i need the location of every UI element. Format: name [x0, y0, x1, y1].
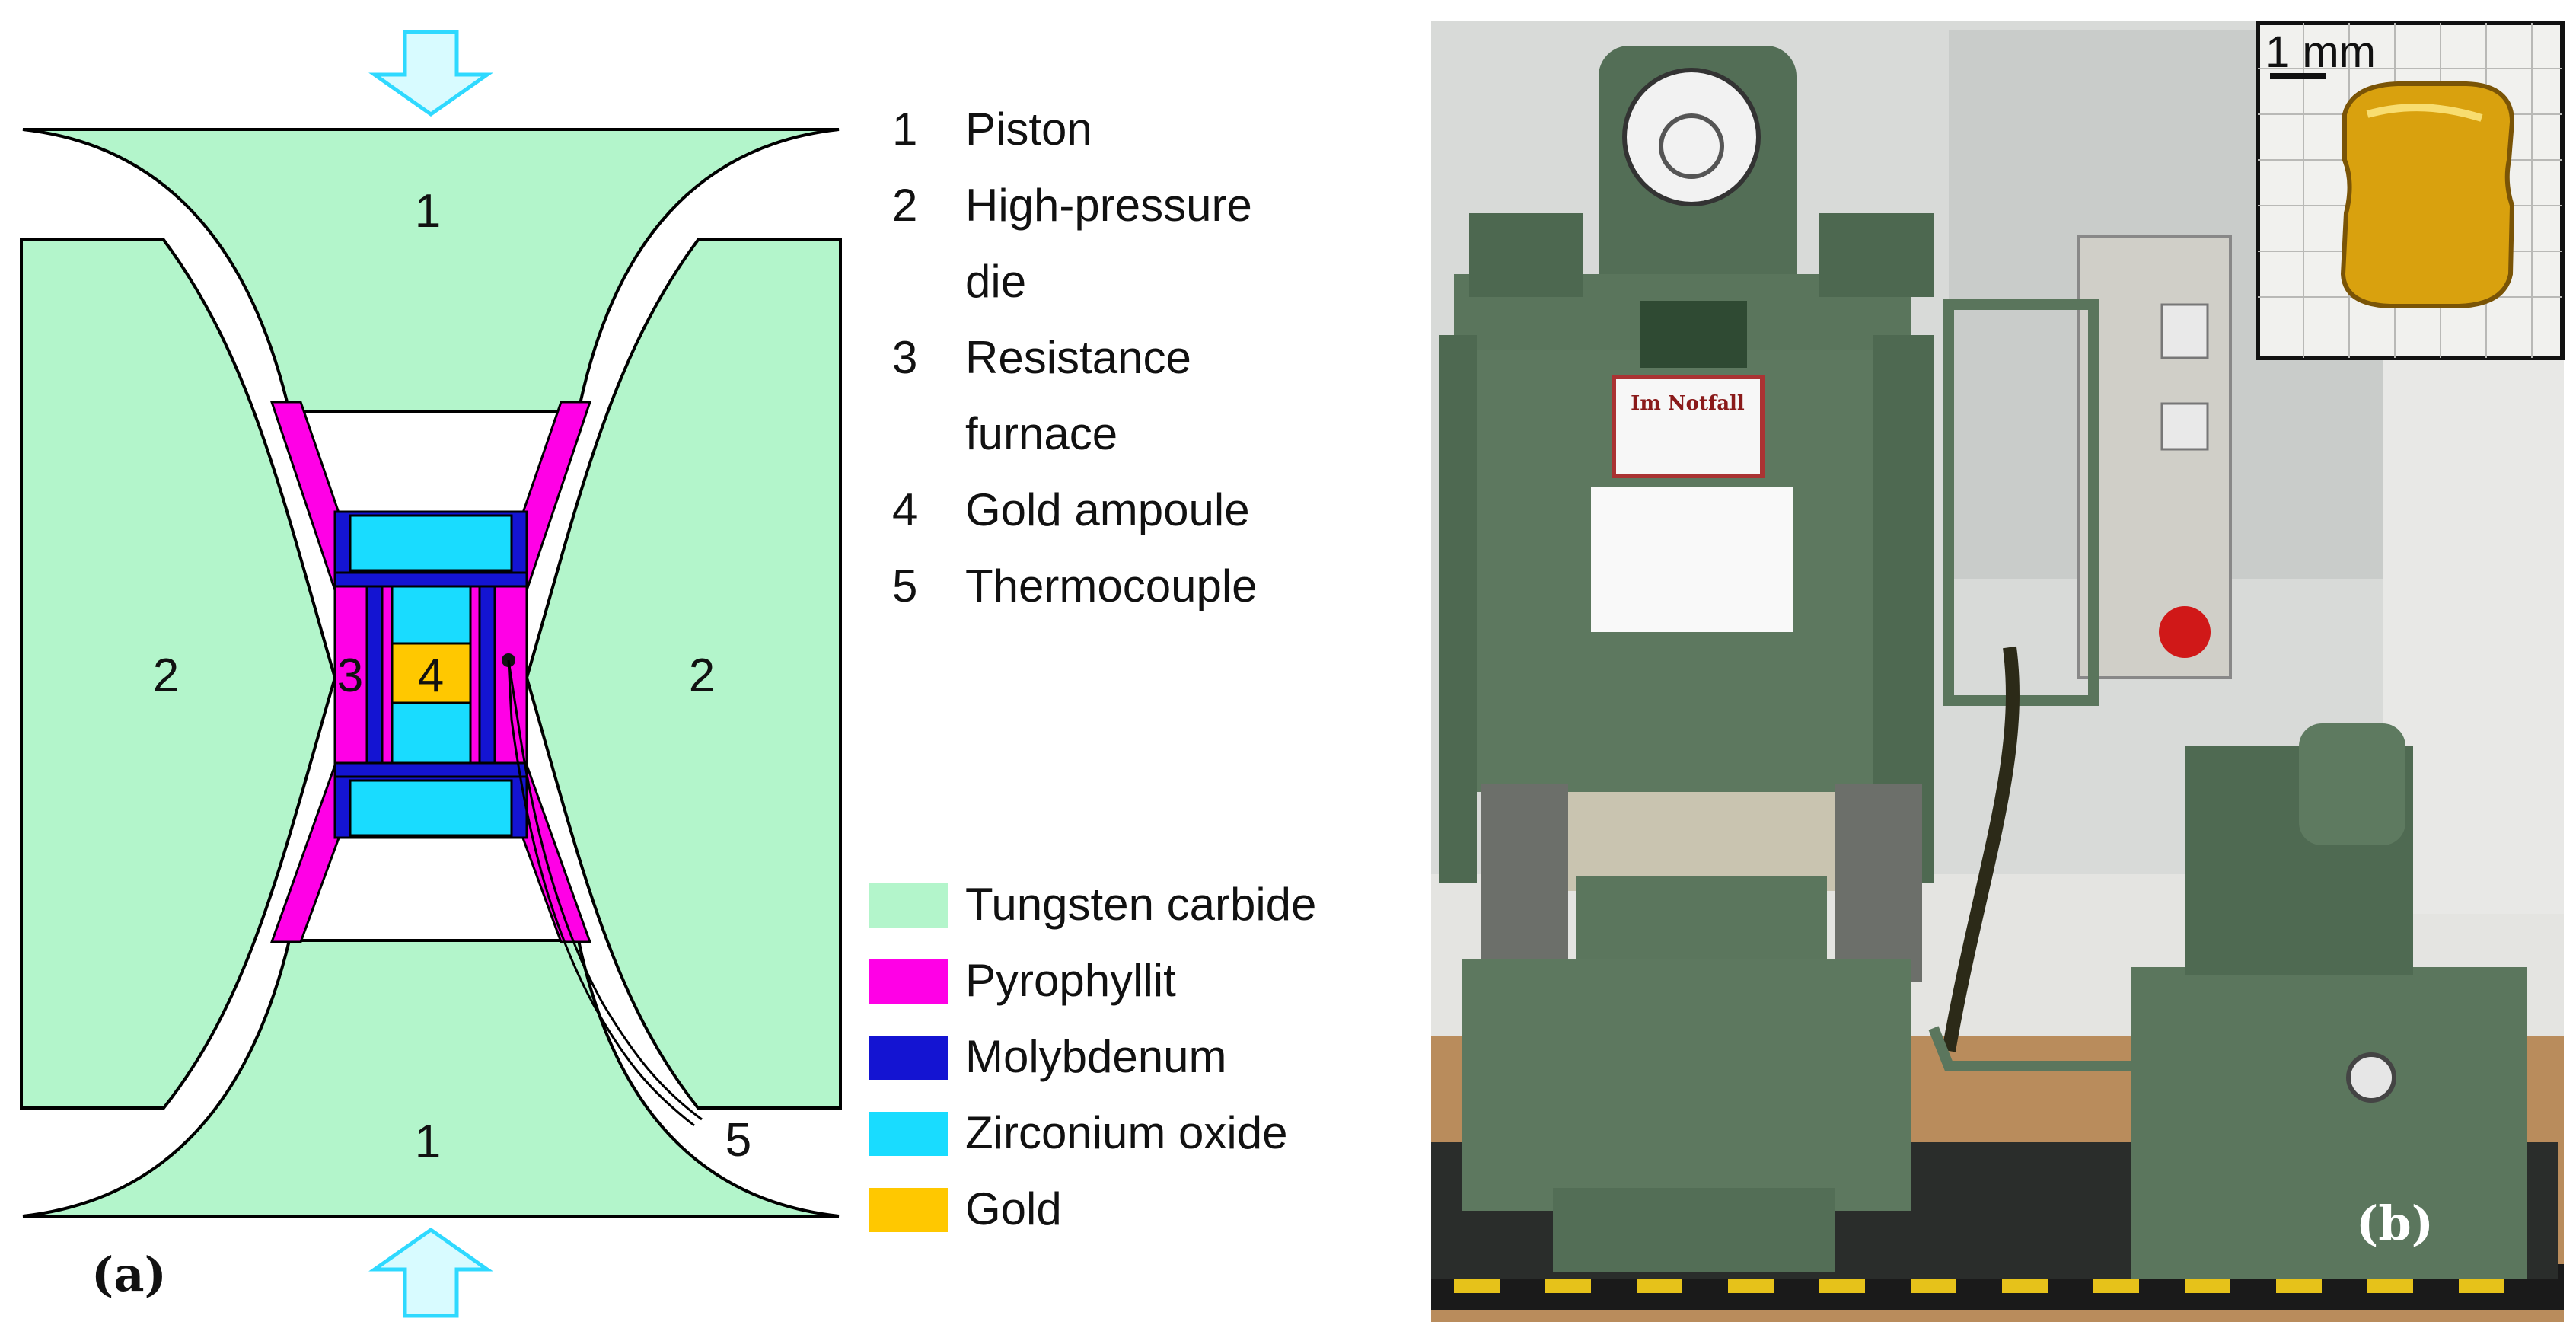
control-display-1 — [2160, 303, 2209, 359]
press-column-cap-left — [1469, 213, 1583, 297]
press-ram — [1568, 792, 1835, 891]
swatch-gold — [869, 1188, 948, 1232]
emergency-stop-button — [2159, 606, 2211, 658]
swatch-pyrophyllit — [869, 959, 948, 1004]
legend-text-gold-ampoule: Gold ampoule — [965, 484, 1250, 535]
label-piston-bottom-number: 1 — [415, 1116, 441, 1168]
legend-num-5: 5 — [892, 560, 917, 611]
material-legend: Tungsten carbide Pyrophyllit Molybdenum … — [869, 879, 1316, 1234]
hydraulic-tank-cap — [2346, 1052, 2396, 1103]
legend-zirconium-oxide: Zirconium oxide — [965, 1107, 1288, 1158]
press-foot — [1553, 1188, 1835, 1272]
legend-text-resistance: Resistance — [965, 332, 1191, 383]
legend-tungsten-carbide: Tungsten carbide — [965, 879, 1316, 930]
swatch-molybdenum — [869, 1036, 948, 1080]
inset-scale-label: 1 mm — [2265, 27, 2376, 77]
legend-text-thermocouple: Thermocouple — [965, 560, 1258, 611]
guard-frame — [1943, 299, 2099, 706]
thermocouple-wire-2 — [507, 659, 703, 1121]
legend-text-die: die — [965, 256, 1026, 307]
load-arrow-bottom-icon — [368, 1227, 493, 1318]
legend-text-high-pressure: High-pressure — [965, 180, 1252, 231]
hydraulic-hose — [1942, 646, 2020, 1052]
bottom-disc-molybdenum — [333, 761, 528, 778]
swatch-zirconium-oxide — [869, 1112, 948, 1156]
piston-bottom — [22, 939, 840, 1218]
thermocouple-wire — [507, 659, 695, 1127]
press-gauge — [1622, 68, 1761, 206]
photo-hazard-stripes — [1454, 1278, 2504, 1293]
press-column-cap-right — [1819, 213, 1934, 297]
hydraulic-tank — [2131, 967, 2527, 1279]
label-thermocouple-number: 5 — [725, 1114, 751, 1167]
swatch-tungsten-carbide — [869, 883, 948, 928]
legend-num-4: 4 — [892, 484, 917, 535]
legend-text-furnace: furnace — [965, 408, 1117, 459]
label-furnace-number: 3 — [337, 650, 363, 702]
panel-a-tag: (a) — [91, 1247, 167, 1302]
legend-num-2: 2 — [892, 180, 917, 231]
legend-molybdenum: Molybdenum — [965, 1031, 1227, 1082]
top-plug-zirconia — [349, 514, 513, 572]
inset-ampoule-photo — [2340, 81, 2515, 308]
control-display-2 — [2160, 402, 2209, 451]
legend-text-piston: Piston — [965, 104, 1092, 155]
inset-gold-ampoule: 1 mm — [2256, 21, 2565, 360]
panel-b-tag: (b) — [2356, 1196, 2434, 1251]
label-piston-top-number: 1 — [415, 185, 441, 238]
label-ampoule-number: 4 — [418, 650, 444, 702]
label-die-right-number: 2 — [689, 650, 715, 702]
press-gauge-face — [1659, 113, 1724, 179]
press-column-right — [1835, 784, 1922, 982]
inset-ampoule-shine — [2366, 104, 2483, 122]
hydraulic-pipe — [1928, 1026, 2131, 1071]
top-disc-molybdenum — [333, 571, 528, 588]
control-box — [2077, 235, 2232, 679]
numbered-legend: 1 Piston 2 High-pressure die 3 Resistanc… — [892, 104, 1258, 611]
legend-gold: Gold — [965, 1183, 1062, 1234]
panel-b-photo: Im Notfall (b) — [1431, 21, 2565, 1322]
legend-num-3: 3 — [892, 332, 917, 383]
bottom-plug-zirconia — [349, 779, 513, 837]
load-arrow-top-icon — [368, 30, 493, 117]
label-die-left-number: 2 — [153, 650, 179, 702]
press-lower-base — [1462, 959, 1911, 1211]
legend-num-1: 1 — [892, 104, 917, 155]
press-logo — [1640, 301, 1747, 368]
gold-ampoule — [391, 642, 472, 704]
panel-a-schematic: 1 1 2 2 3 4 5 (a) — [20, 30, 842, 1318]
press-notice-text: Im Notfall — [1631, 392, 1745, 415]
press-chart-sheet — [1591, 487, 1793, 632]
hydraulic-pump — [2299, 723, 2405, 845]
press-notice-sign — [1612, 375, 1765, 478]
furnace-wall-left — [365, 585, 384, 765]
press-side-left — [1439, 335, 1477, 883]
press-column-left — [1481, 784, 1568, 982]
furnace-wall-right — [478, 585, 496, 765]
legend-pyrophyllit: Pyrophyllit — [965, 955, 1176, 1006]
